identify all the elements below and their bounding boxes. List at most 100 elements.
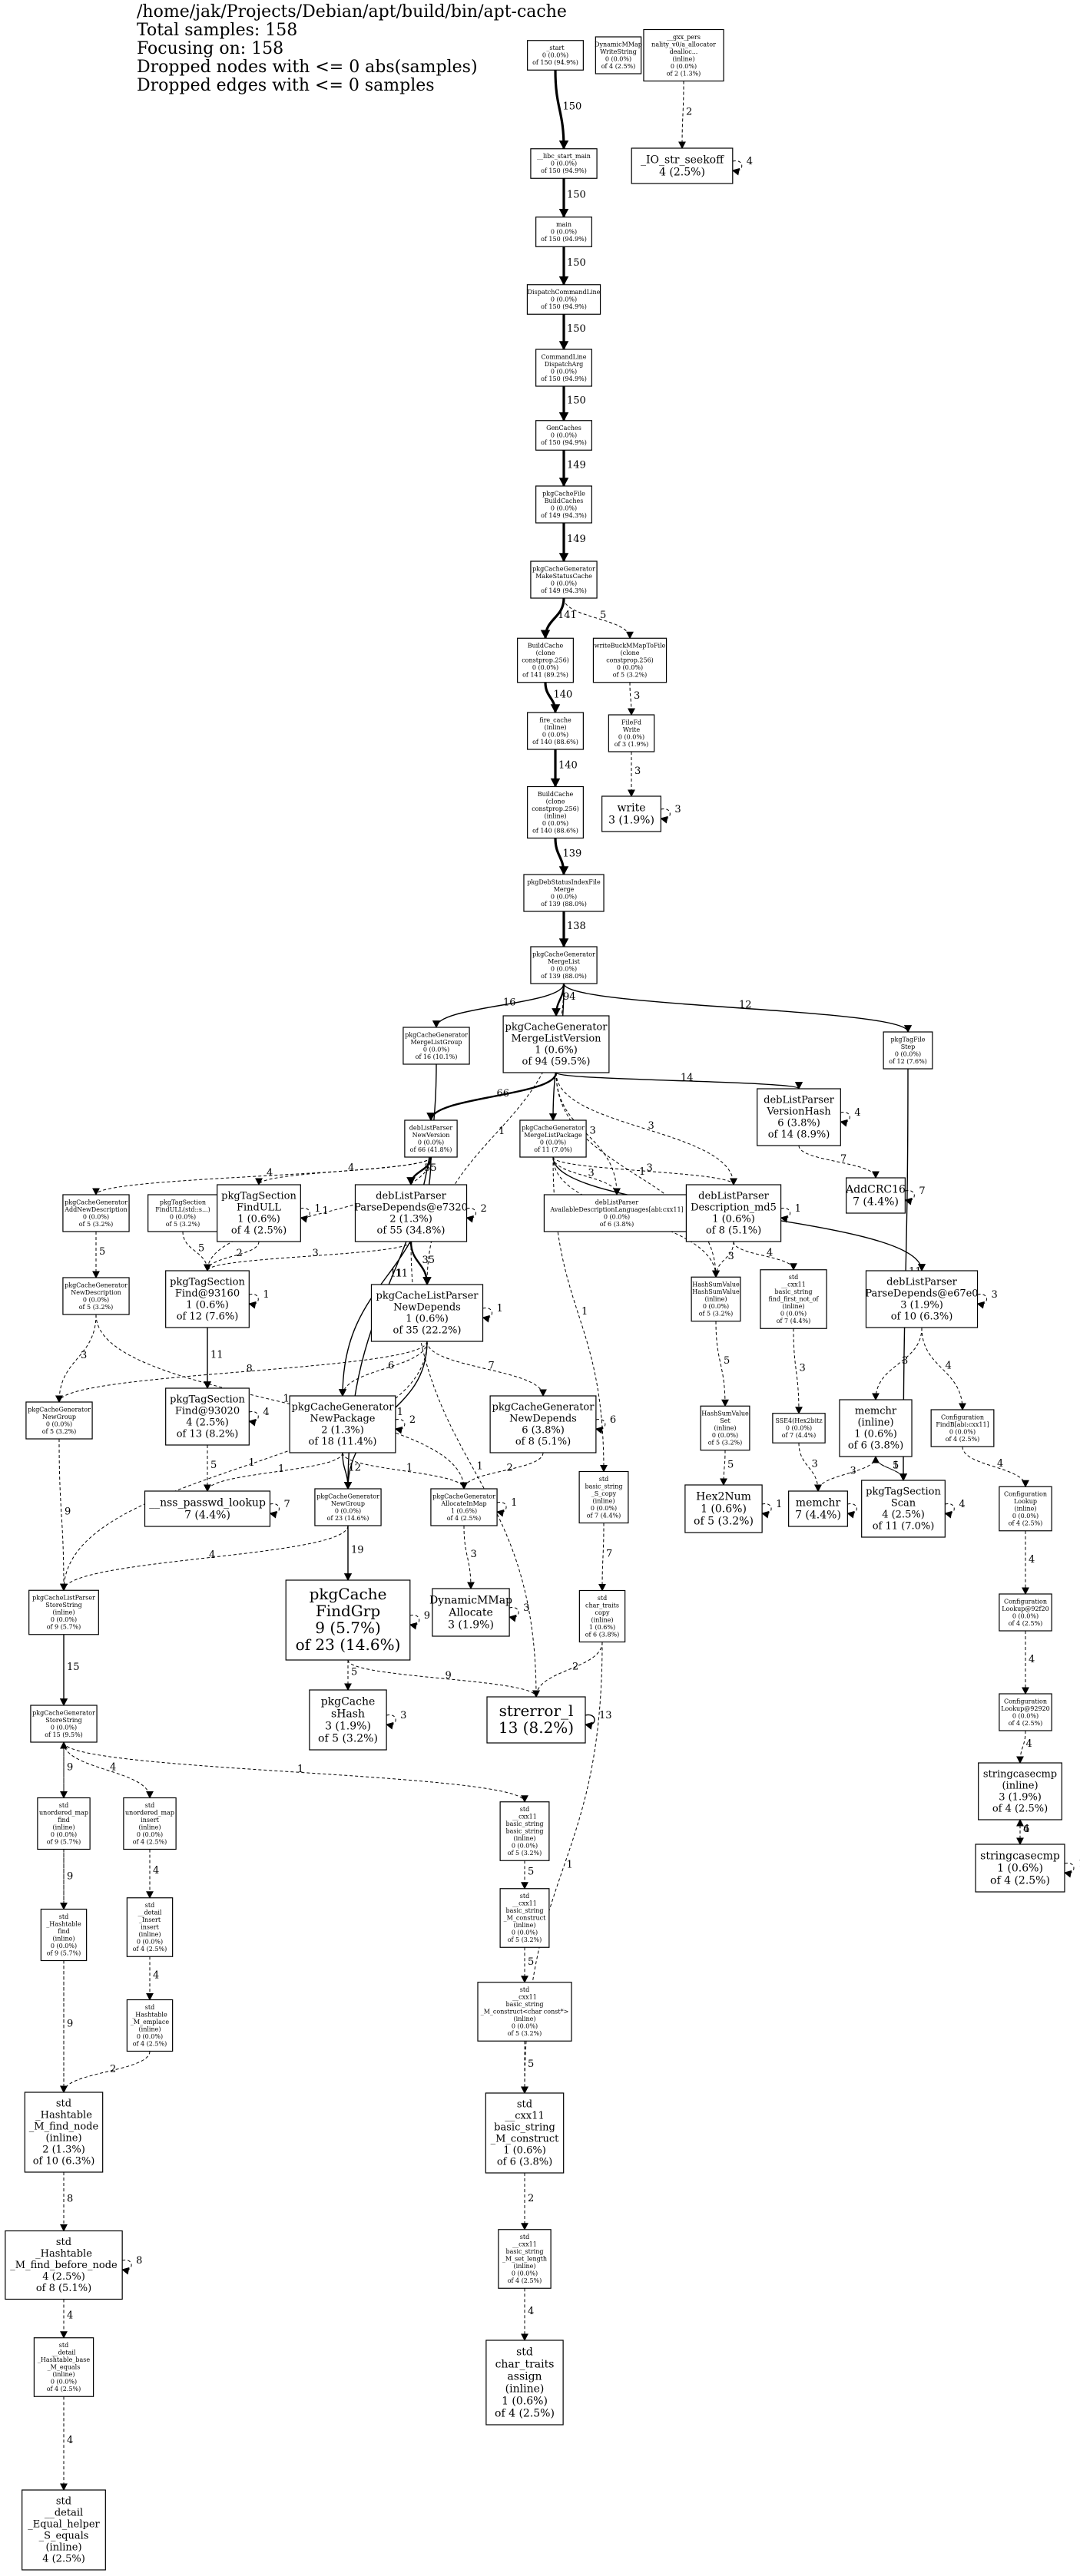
node-label-line: 0 (0.0%) <box>51 1724 77 1731</box>
edge-label: 13 <box>599 1710 612 1721</box>
node-label-line: NewVersion <box>412 1132 450 1139</box>
node-label-line: (inline) <box>53 1609 75 1616</box>
node-basic-string-construct: std__cxx11basic_string_M_construct(inlin… <box>499 1888 550 1948</box>
edge-arrowhead <box>339 1389 346 1397</box>
node-label-line: _M_find_before_node <box>10 2260 118 2271</box>
edge-arrowhead <box>712 1270 720 1278</box>
edge-arrowhead <box>840 1119 848 1127</box>
edge-shash-to-shash: 3 <box>386 1710 406 1730</box>
node-label-line: _M_construct <box>491 2134 560 2145</box>
edge-arrowhead <box>558 276 569 286</box>
edge-parsedepends7e0-to-parsedepends7e0: 3 <box>976 1289 998 1309</box>
node-label-line: of 11 (7.0%) <box>873 1521 935 1533</box>
edge-hashsumvalue-set-to-hex2num: 5 <box>720 1450 734 1486</box>
node-label-line: __gxx_pers <box>667 34 701 41</box>
edge-label: 3 <box>588 1168 595 1179</box>
node-label-line: BuildCaches <box>545 498 584 504</box>
node-label-line: 1 (0.6%) <box>237 1214 280 1225</box>
node-box <box>527 40 584 71</box>
node-label-line: _M_construct <box>504 1915 546 1922</box>
node-box <box>430 1488 498 1526</box>
node-label-line: insert <box>141 1924 159 1931</box>
node-label-line: of 7 (4.4%) <box>587 1512 621 1519</box>
node-label-line: (inline) <box>45 2133 81 2144</box>
edge-newpackage-to-newpackage: 2 <box>394 1414 416 1434</box>
edge-label: 2 <box>110 2063 116 2075</box>
node-label-line: of 4 (2.5%) <box>1009 1520 1043 1527</box>
node-box <box>165 1387 250 1446</box>
edge-line <box>182 1231 208 1271</box>
edge-arrowhead <box>595 1426 604 1434</box>
edge-label: 1 <box>314 1203 320 1215</box>
edge-basic-string-construct-to-basic-string-construct2: 5 <box>521 1947 534 1983</box>
edge-arrowhead <box>60 2331 68 2339</box>
node-label-line: std <box>145 1902 154 1909</box>
edge-label: 1 <box>406 1463 412 1474</box>
node-label-line: std <box>59 1913 68 1920</box>
edge-arrowhead <box>300 1215 308 1223</box>
node-box <box>530 946 598 984</box>
node-label-line: _S_copy <box>591 1490 617 1497</box>
edge-line <box>482 1308 493 1318</box>
edge-buildcache1-to-fwrite-cache: 140 <box>544 682 572 714</box>
edge-buildcache2-to-merge: 139 <box>554 838 581 876</box>
edge-arrowhead <box>558 478 569 488</box>
edge-arrowhead <box>521 2223 528 2230</box>
node-label-line: 0 (0.0%) <box>83 1296 109 1303</box>
node-label-line: 0 (0.0%) <box>542 820 568 827</box>
node-label-line: std <box>520 1893 529 1900</box>
legend-focusing: Focusing on: 158 <box>137 39 284 58</box>
node-label-line: 2 (1.3%) <box>42 2144 85 2156</box>
edge-label: 5 <box>724 1355 730 1367</box>
node-label-line: _Hashtable <box>46 1920 81 1927</box>
node-label-line: Lookup@92920 <box>1001 1705 1050 1712</box>
node-label-line: 0 (0.0%) <box>51 2379 77 2386</box>
edge-label: 1 <box>795 1203 801 1215</box>
edge-findgrp-to-findgrp: 9 <box>409 1610 430 1630</box>
node-label-line: 1 (0.6%) <box>503 2145 546 2157</box>
edge-line <box>342 1341 428 1397</box>
node-label-line: 4 (2.5%) <box>42 2554 85 2565</box>
edge-newpackage-to-nss-passwd: 1 <box>204 1452 343 1493</box>
edge-arrowhead <box>558 412 569 422</box>
edge-label: 1 <box>297 1764 303 1775</box>
edge-line <box>555 1072 734 1185</box>
edge-cfg-lookup2-to-cfg-lookup3: 4 <box>1022 1631 1035 1695</box>
node-label-line: constprop.256) <box>522 657 569 664</box>
edge-arrowhead <box>558 341 569 351</box>
edge-line <box>847 1503 857 1514</box>
edge-line <box>207 1241 260 1271</box>
edge-tagsection-findull2-to-tagsection-find160: 2 <box>204 1241 260 1272</box>
edge-label: 5 <box>351 1667 357 1678</box>
node-box <box>354 1184 468 1242</box>
node-box <box>519 1119 587 1158</box>
node-box <box>526 284 601 315</box>
node-label-line: AvailableDescriptionLanguages[abi:cxx11] <box>549 1206 683 1213</box>
node-box <box>502 1015 610 1073</box>
node-label-line: 0 (0.0%) <box>895 1050 921 1057</box>
node-label-line: Configuration <box>1004 1698 1047 1705</box>
edge-line <box>258 1156 432 1185</box>
node-memchr-inline: memchr(inline)1 (0.6%)of 6 (3.8%) <box>839 1399 913 1457</box>
edge-hex2num-to-hex2num: 1 <box>761 1499 782 1519</box>
node-label-line: pkgTagSection <box>170 1394 245 1406</box>
node-box <box>631 147 734 184</box>
node-label-line: basic_string <box>774 1288 812 1295</box>
edge-parsedepends7e0-to-cfg-find: 4 <box>921 1327 966 1411</box>
edge-line <box>601 1523 605 1591</box>
edge-findgrp-to-shash: 5 <box>344 1660 357 1691</box>
node-label-line: 0 (0.0%) <box>551 504 577 511</box>
edge-label: 8 <box>67 2193 73 2204</box>
edge-arrowhead <box>1022 1480 1029 1488</box>
node-label-line: pkgDebStatusIndexFile <box>527 878 601 885</box>
edge-label: 94 <box>563 991 576 1003</box>
